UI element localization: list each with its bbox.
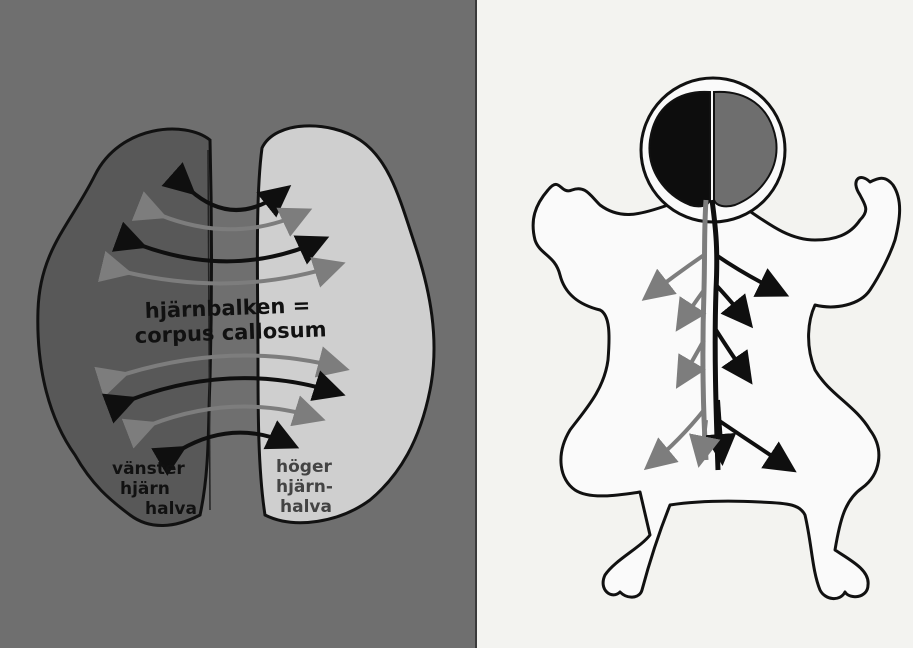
right-hemisphere-label-line1: höger (276, 457, 332, 477)
left-hemisphere-label-line2: hjärn (120, 479, 170, 499)
right-hemisphere-label-line2: hjärn- (276, 477, 333, 497)
left-hemisphere-label-line1: vänster (112, 459, 185, 479)
right-hemisphere-label-line3: halva (280, 497, 332, 517)
left-hemisphere-label-line3: halva (145, 499, 197, 519)
